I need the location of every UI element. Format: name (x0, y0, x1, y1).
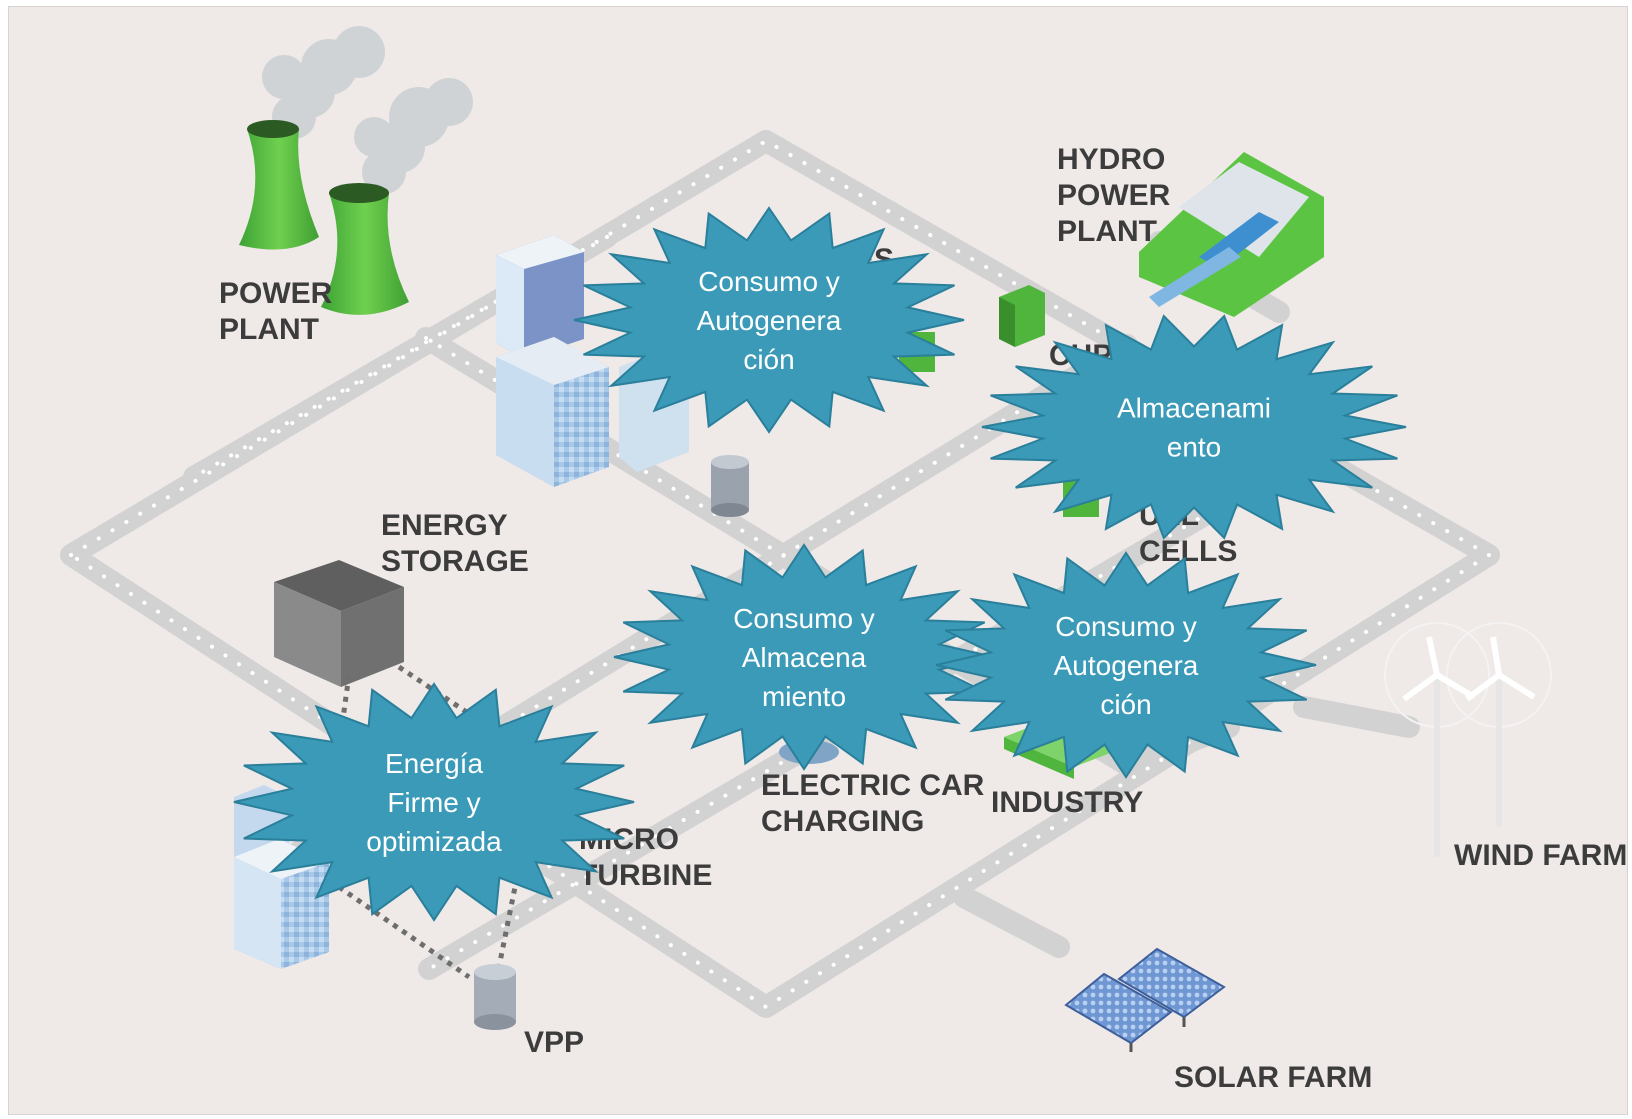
electric-car-charging-label: ELECTRIC CAR CHARGING (761, 769, 985, 838)
chp-icon (999, 285, 1045, 347)
solar-farm-label: SOLAR FARM (1174, 1061, 1372, 1094)
callout-text-line: Energía (385, 748, 483, 779)
svg-text:STORAGE: STORAGE (381, 545, 529, 578)
diagram-frame: POWER PLANT MES HYDRO POWER PLANT CHP UE… (8, 6, 1628, 1115)
callout-consumo-autogeneracion-top: Consumo y Autogenera ción (573, 206, 965, 434)
callout-text-line: optimizada (366, 826, 502, 857)
callout-text-line: Almacenami (1117, 393, 1271, 424)
vpp-label: VPP (524, 1026, 584, 1059)
wind-farm-icon (1384, 622, 1552, 857)
homes-buildings-icon (496, 235, 689, 487)
callout-text-line: Consumo y (733, 603, 875, 634)
callout-text-line: Autogenera (697, 305, 842, 336)
callout-almacenamiento: Almacenami ento (981, 314, 1407, 540)
svg-text:ENERGY: ENERGY (381, 509, 508, 542)
callout-starburst-shape (935, 551, 1317, 779)
callout-text-line: miento (762, 681, 846, 712)
vpp-icon (474, 964, 516, 1030)
industry-label: INDUSTRY (991, 786, 1143, 819)
callout-layer: Consumo yAutogeneraciónAlmacenamientoCon… (233, 206, 1407, 922)
hydro-power-plant-icon (1139, 152, 1324, 317)
wind-farm-label: WIND FARM (1454, 839, 1627, 872)
smart-grid-diagram: POWER PLANT MES HYDRO POWER PLANT CHP UE… (60, 26, 1627, 1094)
callout-text-line: Firme y (387, 787, 480, 818)
callout-starburst-shape (981, 314, 1407, 540)
callout-text-line: ción (743, 344, 794, 375)
svg-text:TURBINE: TURBINE (579, 859, 712, 892)
svg-text:POWER: POWER (219, 277, 333, 310)
callout-starburst-shape (613, 543, 995, 771)
callout-text-line: ción (1100, 689, 1151, 720)
svg-text:HYDRO: HYDRO (1057, 143, 1165, 176)
svg-text:CHARGING: CHARGING (761, 805, 924, 838)
energy-storage-icon (274, 560, 404, 687)
callout-consumo-almacenamiento: Consumo y Almacena miento (613, 543, 995, 771)
svg-text:CELLS: CELLS (1139, 535, 1237, 568)
power-plant-icon (239, 26, 473, 315)
callout-text-line: Consumo y (698, 266, 840, 297)
svg-text:PLANT: PLANT (1057, 215, 1157, 248)
svg-text:POWER: POWER (1057, 179, 1171, 212)
energy-storage-label: ENERGY STORAGE (381, 509, 529, 578)
callout-starburst-shape (233, 682, 635, 922)
hydro-power-plant-label: HYDRO POWER PLANT (1057, 143, 1171, 248)
callout-text-line: ento (1167, 432, 1222, 463)
vpp-dotted-links (336, 664, 522, 980)
grid-node-cylinder (711, 455, 749, 517)
callout-text-line: Almacena (742, 642, 867, 673)
callout-starburst-shape (573, 206, 965, 434)
callout-text-line: Autogenera (1054, 650, 1199, 681)
callout-text-line: Consumo y (1055, 611, 1197, 642)
solar-farm-icon (1064, 947, 1226, 1052)
svg-text:PLANT: PLANT (219, 313, 319, 346)
callout-consumo-autogeneracion-right: Consumo y Autogenera ción (935, 551, 1317, 779)
power-plant-label: POWER PLANT (219, 277, 333, 346)
svg-text:ELECTRIC CAR: ELECTRIC CAR (761, 769, 985, 802)
